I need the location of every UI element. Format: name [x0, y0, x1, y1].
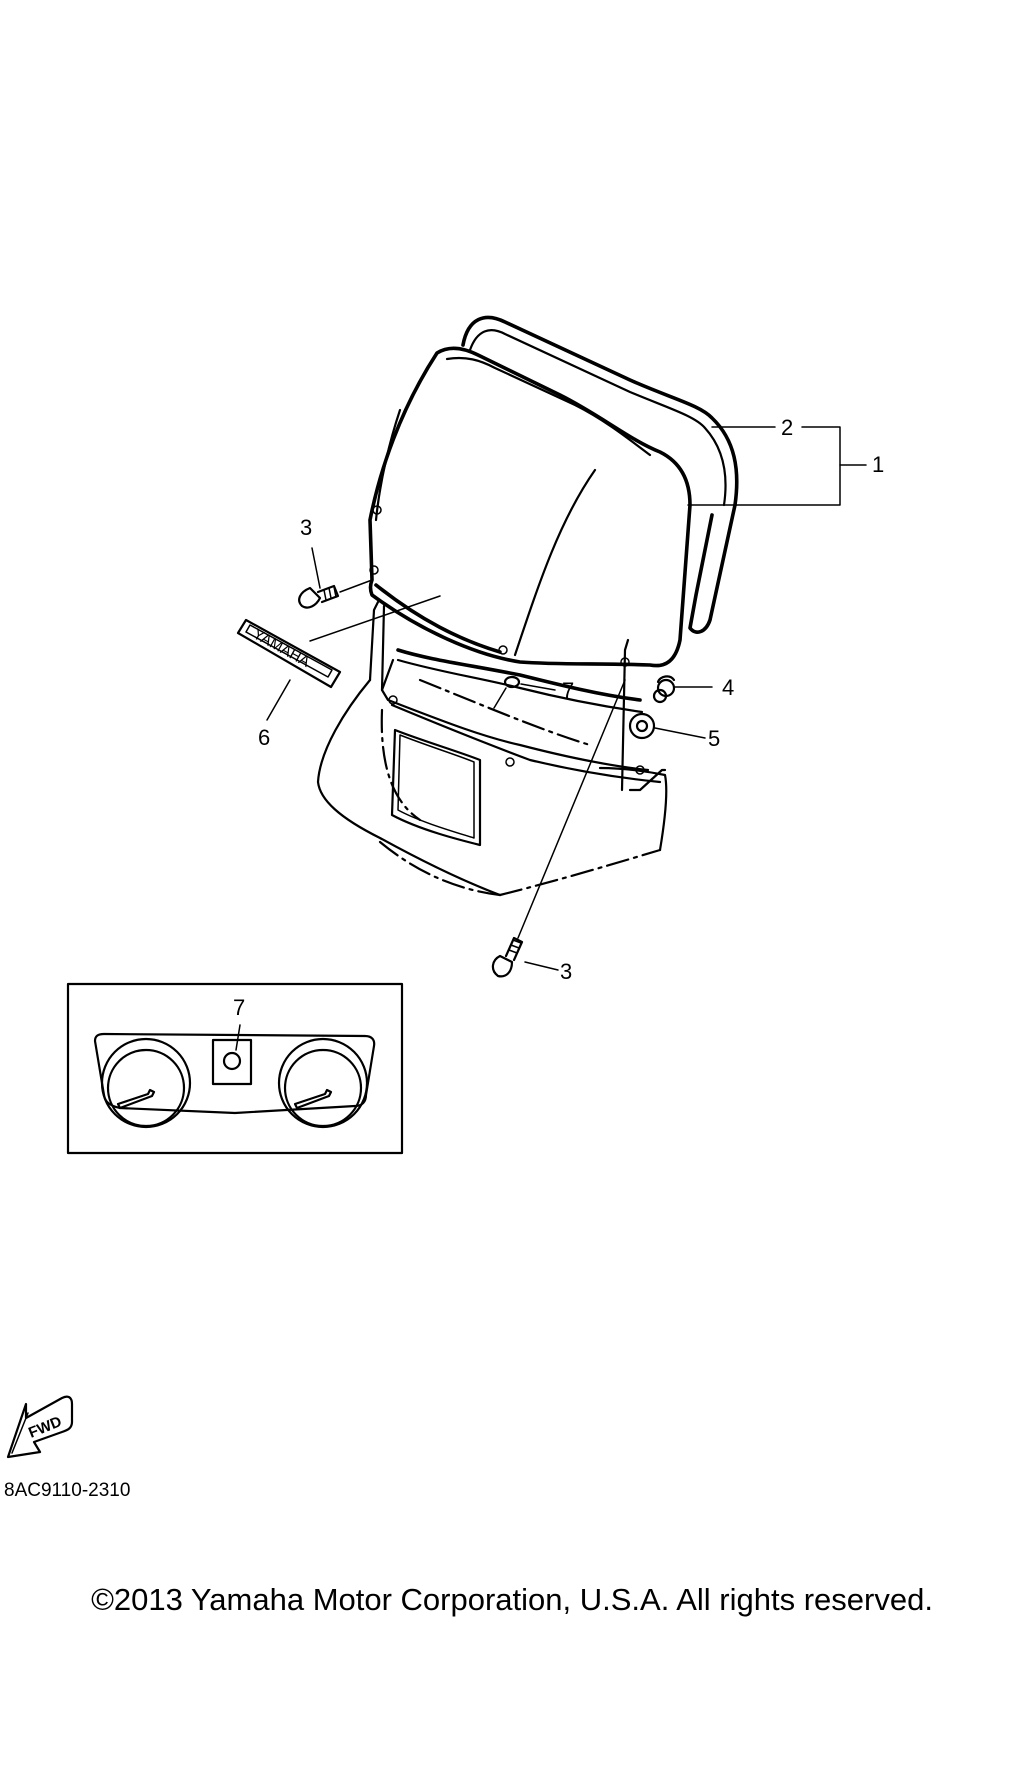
screw-lower: [491, 679, 626, 978]
part-code: 8AC9110-2310: [4, 1480, 131, 1501]
forward-arrow-icon: FWD: [6, 1395, 74, 1459]
screw-upper: [298, 579, 373, 609]
callout-leaders: [311, 426, 867, 971]
callout-7-main: 7: [562, 678, 574, 703]
callout-2: 2: [781, 415, 793, 440]
decal-label: YAMAHA: [250, 626, 313, 671]
callout-3-upper: 3: [300, 515, 312, 540]
callout-5: 5: [708, 726, 720, 751]
grommet-part: [628, 712, 706, 740]
callout-4: 4: [722, 675, 734, 700]
yamaha-decal: YAMAHA: [236, 595, 441, 721]
front-cowl: [316, 600, 668, 897]
callout-6: 6: [258, 725, 270, 750]
plug-part: [493, 675, 556, 709]
nut-part: [652, 675, 713, 704]
callout-3-lower: 3: [560, 959, 572, 984]
inset-detail: [66, 982, 404, 1155]
callout-7-inset: 7: [233, 995, 245, 1020]
callout-1: 1: [872, 452, 884, 477]
windshield-trim-strip: [461, 315, 739, 634]
copyright-notice: ©2013 Yamaha Motor Corporation, U.S.A. A…: [91, 1582, 933, 1617]
